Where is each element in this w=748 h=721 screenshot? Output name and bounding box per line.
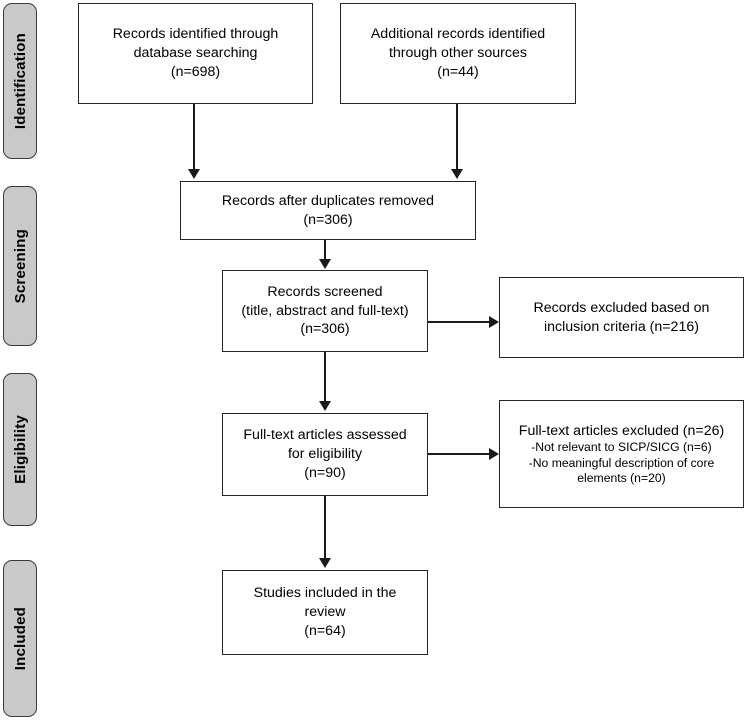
text-line-reason: elements (n=20) (577, 470, 666, 485)
arrow-db-to-dedup (187, 169, 200, 179)
text-line: (n=90) (304, 464, 346, 481)
arrow-fulltext-to-excluded (489, 447, 499, 460)
box-records-excluded-text: Records excluded based on inclusion crit… (534, 299, 710, 337)
box-fulltext-excluded: Full-text articles excluded (n=26) -Not … (499, 400, 744, 508)
text-line: Full-text articles assessed (243, 427, 407, 444)
box-records-excluded: Records excluded based on inclusion crit… (499, 277, 744, 358)
text-line: (n=306) (300, 321, 350, 338)
text-line: for eligibility (287, 446, 363, 463)
arrow-screened-to-excluded (489, 315, 499, 328)
text-line: (n=64) (304, 622, 346, 639)
stage-label-screening: Screening (11, 228, 29, 304)
text-line: inclusion criteria (n=216) (544, 318, 699, 335)
text-line-reason: -Not relevant to SICP/SICG (n=6) (531, 440, 712, 455)
stage-pill-identification: Identification (3, 3, 37, 159)
stage-pill-eligibility: Eligibility (3, 373, 37, 526)
connector-dedup-to-screened (324, 240, 327, 260)
stage-pill-screening: Screening (3, 186, 37, 346)
box-records-identified-database-text: Records identified through database sear… (113, 25, 279, 82)
stage-label-included: Included (11, 606, 29, 671)
box-records-identified-other: Additional records identified through ot… (340, 3, 576, 104)
box-records-after-duplicates: Records after duplicates removed (n=306) (180, 181, 476, 240)
stage-pill-included: Included (3, 560, 37, 717)
text-line: Studies included in the (253, 585, 397, 602)
text-line: (title, abstract and full-text) (241, 302, 409, 319)
text-line: Records after duplicates removed (221, 192, 435, 209)
connector-other-to-dedup (456, 104, 459, 170)
text-line: Records identified through (112, 26, 279, 43)
connector-screened-to-excluded (428, 321, 490, 324)
connector-db-to-dedup (193, 104, 196, 170)
text-line: database searching (133, 45, 258, 62)
arrow-other-to-dedup (450, 169, 463, 179)
box-fulltext-assessed: Full-text articles assessed for eligibil… (222, 413, 428, 496)
text-line: Records excluded based on (533, 299, 710, 316)
text-line: (n=306) (303, 211, 353, 228)
stage-label-eligibility: Eligibility (11, 415, 29, 484)
box-records-identified-other-text: Additional records identified through ot… (371, 25, 545, 82)
text-line-reason: -No meaningful description of core (528, 455, 715, 470)
connector-fulltext-to-excluded (428, 453, 490, 456)
connector-fulltext-to-included (324, 496, 327, 559)
arrow-screened-to-fulltext (318, 401, 331, 411)
text-line: through other sources (388, 45, 527, 62)
box-records-screened-text: Records screened (title, abstract and fu… (241, 283, 408, 340)
text-line-heading: Full-text articles excluded (n=26) (518, 422, 725, 439)
box-studies-included: Studies included in the review (n=64) (222, 570, 428, 655)
arrow-fulltext-to-included (318, 558, 331, 568)
box-records-identified-database: Records identified through database sear… (78, 3, 313, 104)
text-line: Records screened (267, 283, 383, 300)
box-records-after-duplicates-text: Records after duplicates removed (n=306) (222, 192, 434, 230)
stage-label-identification: Identification (11, 32, 29, 130)
connector-screened-to-fulltext (324, 352, 327, 402)
box-records-screened: Records screened (title, abstract and fu… (222, 270, 428, 352)
box-studies-included-text: Studies included in the review (n=64) (254, 584, 397, 641)
text-line: review (304, 604, 346, 621)
arrow-dedup-to-screened (318, 259, 331, 269)
box-fulltext-excluded-text: Full-text articles excluded (n=26) -Not … (519, 422, 724, 487)
text-line: Additional records identified (370, 26, 546, 43)
box-fulltext-assessed-text: Full-text articles assessed for eligibil… (243, 426, 406, 483)
text-line: (n=698) (170, 63, 221, 80)
text-line: (n=44) (437, 63, 479, 80)
